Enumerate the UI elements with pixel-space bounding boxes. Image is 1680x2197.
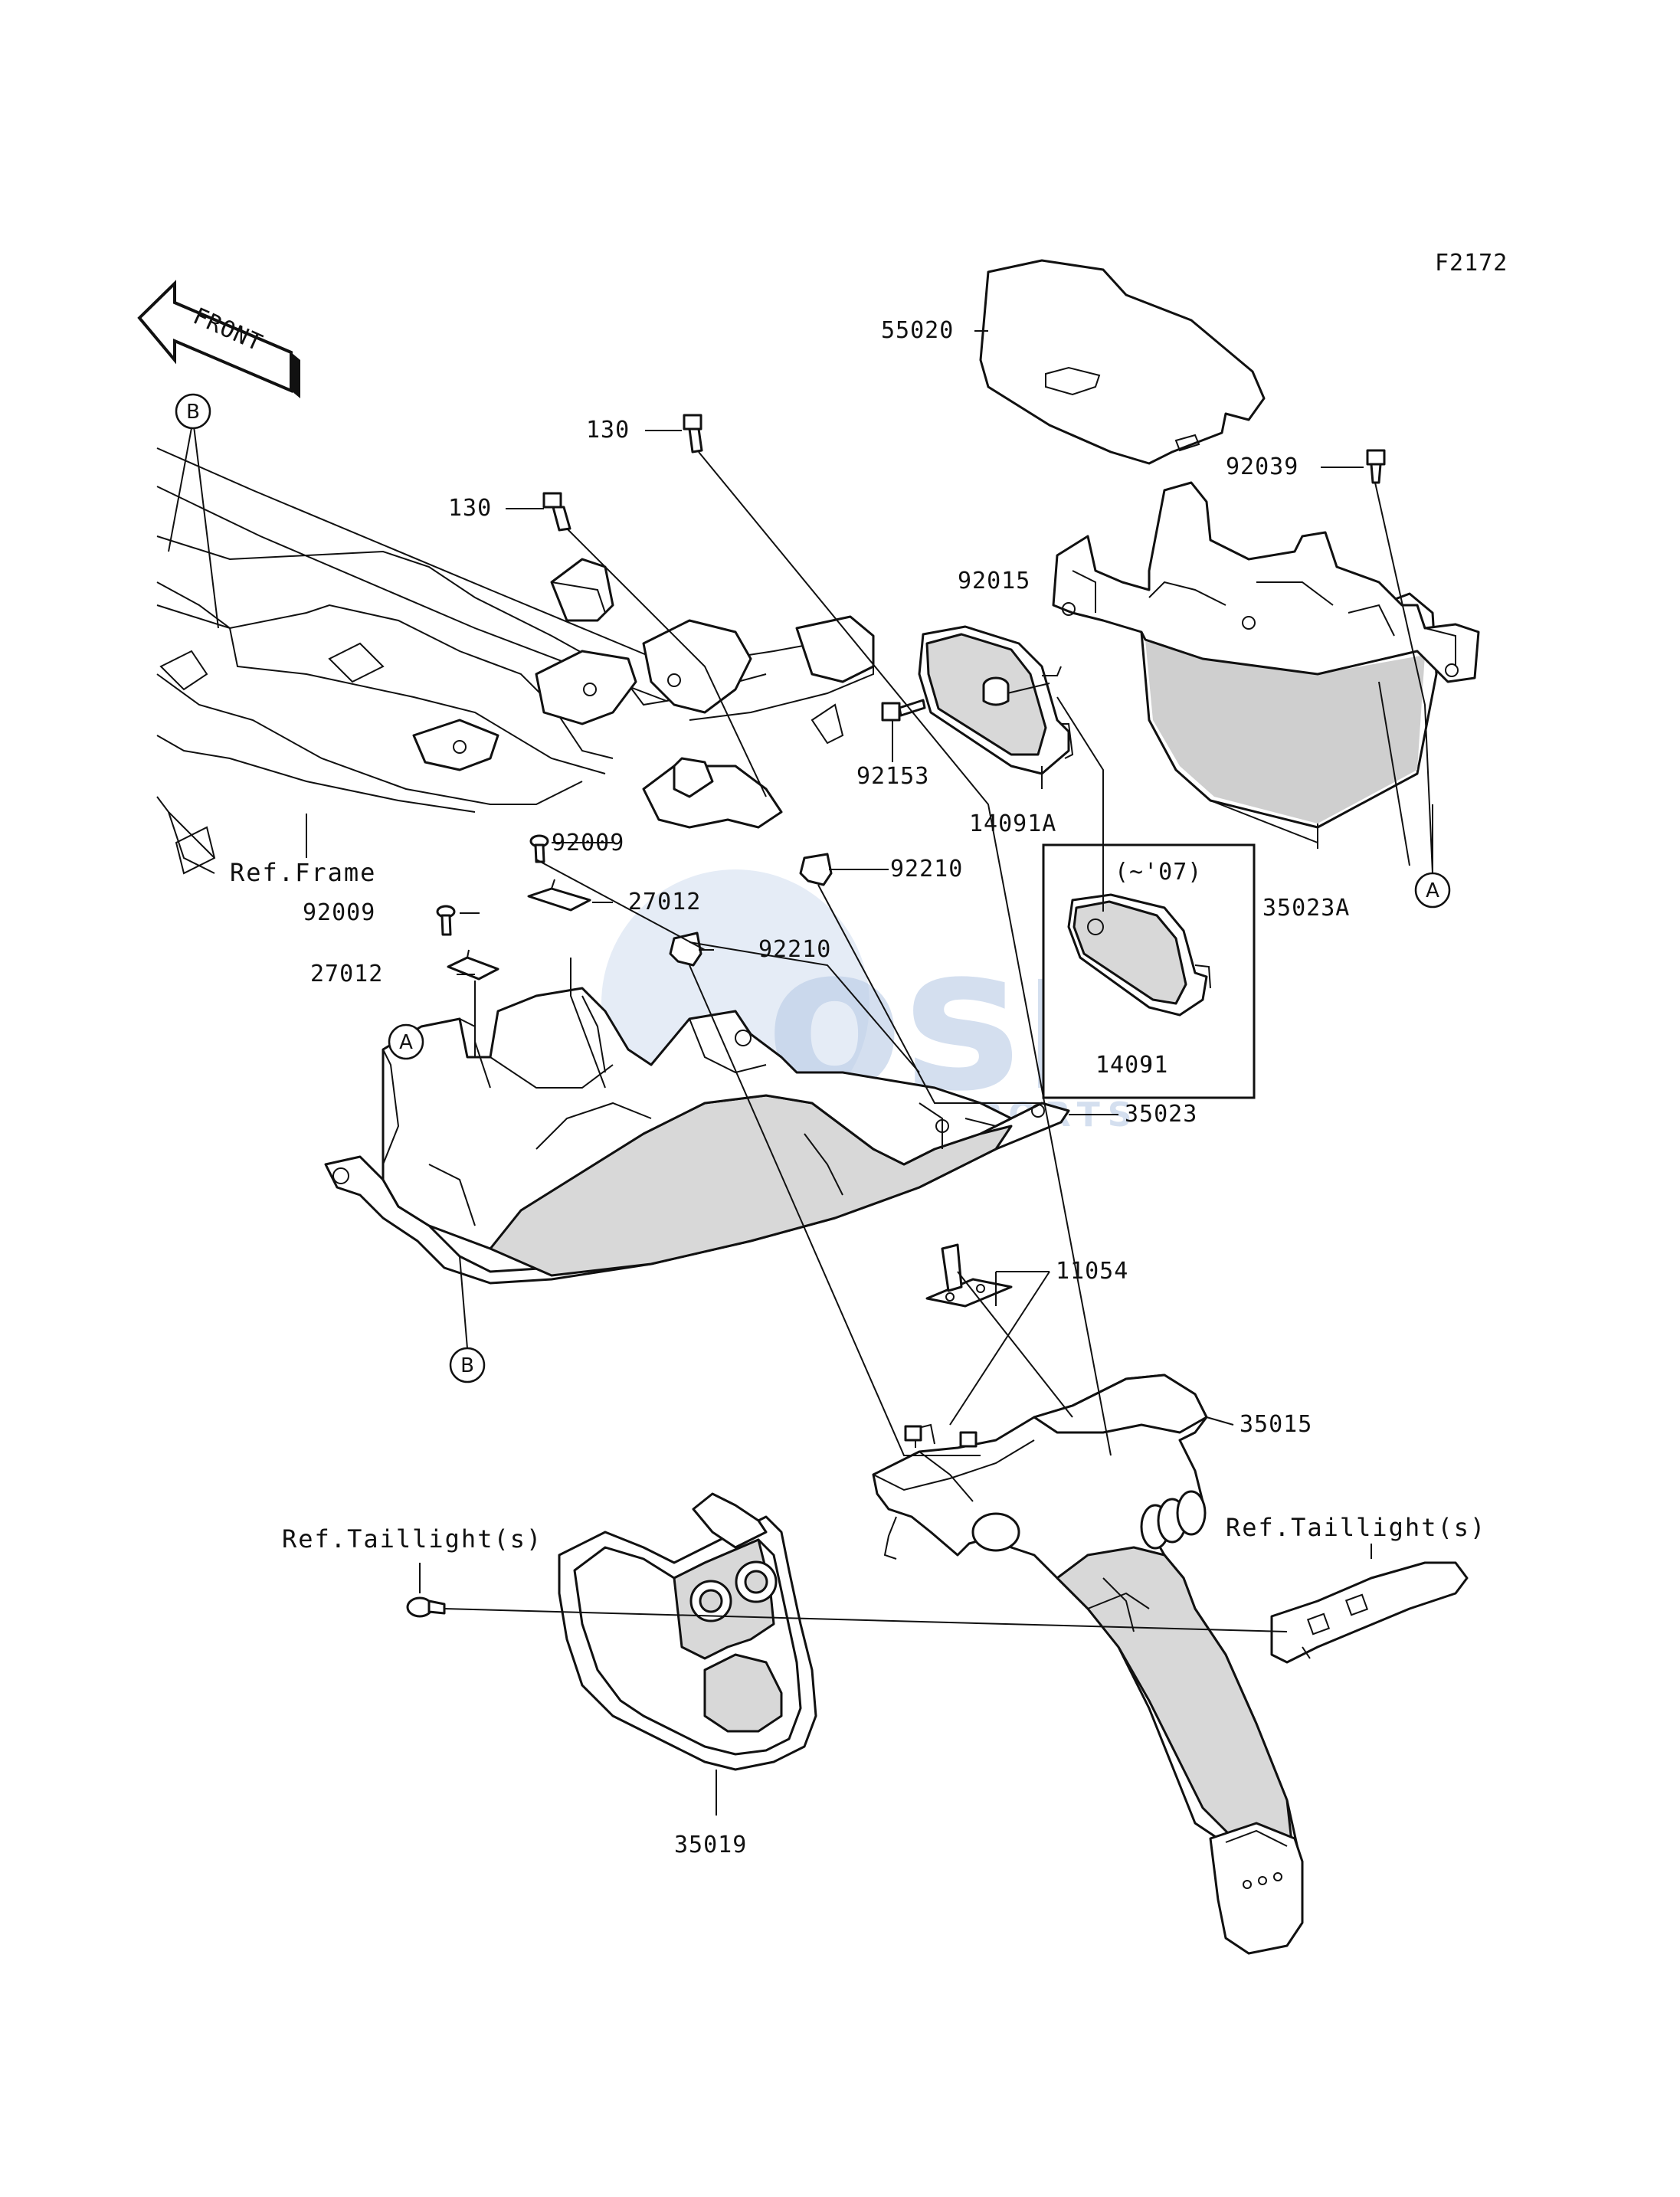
callout-a-right: A <box>1414 872 1451 909</box>
plate-27012-upper <box>527 879 591 912</box>
cover-35019 <box>558 1492 817 1771</box>
label-130-top: 130 <box>586 417 630 444</box>
label-35019: 35019 <box>674 1832 747 1858</box>
label-92210-right: 92210 <box>890 856 963 882</box>
label-ref-frame: Ref.Frame <box>230 858 376 887</box>
inner-fender-35023 <box>324 987 1070 1285</box>
label-27012-upper: 27012 <box>628 889 701 915</box>
callout-a-left-letter: A <box>399 1031 413 1054</box>
inset-box: (~'07) <box>1042 843 1256 1099</box>
front-arrow: FRONT <box>137 280 300 398</box>
bolt-130-mid <box>542 492 571 532</box>
label-92153: 92153 <box>856 763 929 790</box>
label-92009-upper: 92009 <box>552 830 624 856</box>
label-55020: 55020 <box>881 317 954 344</box>
callout-a-right-letter: A <box>1426 879 1439 902</box>
callout-b-bottom: B <box>449 1347 486 1383</box>
bracket-11054 <box>925 1243 1013 1308</box>
bolt-92153 <box>881 699 926 722</box>
label-130-mid: 130 <box>448 495 492 522</box>
callout-b-top: B <box>175 393 211 430</box>
label-14091: 14091 <box>1095 1052 1168 1079</box>
label-35015: 35015 <box>1240 1411 1312 1438</box>
leader-lines <box>168 330 1433 1816</box>
label-92009-lower: 92009 <box>303 899 375 926</box>
rear-frame <box>156 447 875 875</box>
label-27012-lower: 27012 <box>310 961 383 987</box>
label-11054: 11054 <box>1056 1258 1128 1285</box>
label-ref-taillight-left: Ref.Taillight(s) <box>282 1524 542 1554</box>
label-92015: 92015 <box>958 568 1030 594</box>
label-14091a: 14091A <box>969 810 1056 837</box>
seat-cover-55020 <box>979 259 1266 465</box>
screw-92009-upper <box>529 834 549 863</box>
label-ref-taillight-right: Ref.Taillight(s) <box>1226 1513 1486 1542</box>
nut-92210-right <box>799 853 833 886</box>
figure-code: F2172 <box>1435 250 1508 277</box>
taillight-bolt-left <box>406 1596 446 1618</box>
rear-fender-35015 <box>872 1374 1304 1955</box>
collar-92015 <box>982 676 1010 706</box>
nut-92210-left <box>669 932 702 967</box>
callout-b-bottom-letter: B <box>460 1354 474 1377</box>
tray-35023a <box>1052 481 1480 829</box>
label-92210-left: 92210 <box>758 936 831 963</box>
inset-date-label: (~'07) <box>1115 859 1202 886</box>
screw-92009-lower <box>436 905 456 936</box>
clip-92039 <box>1366 449 1386 484</box>
bolt-130-top <box>683 414 703 453</box>
taillight-bracket-right <box>1270 1561 1469 1664</box>
callout-b-top-letter: B <box>186 401 200 424</box>
label-35023: 35023 <box>1125 1101 1197 1128</box>
label-35023a: 35023A <box>1262 895 1350 922</box>
callout-a-left: A <box>388 1023 424 1060</box>
label-92039: 92039 <box>1226 453 1298 480</box>
